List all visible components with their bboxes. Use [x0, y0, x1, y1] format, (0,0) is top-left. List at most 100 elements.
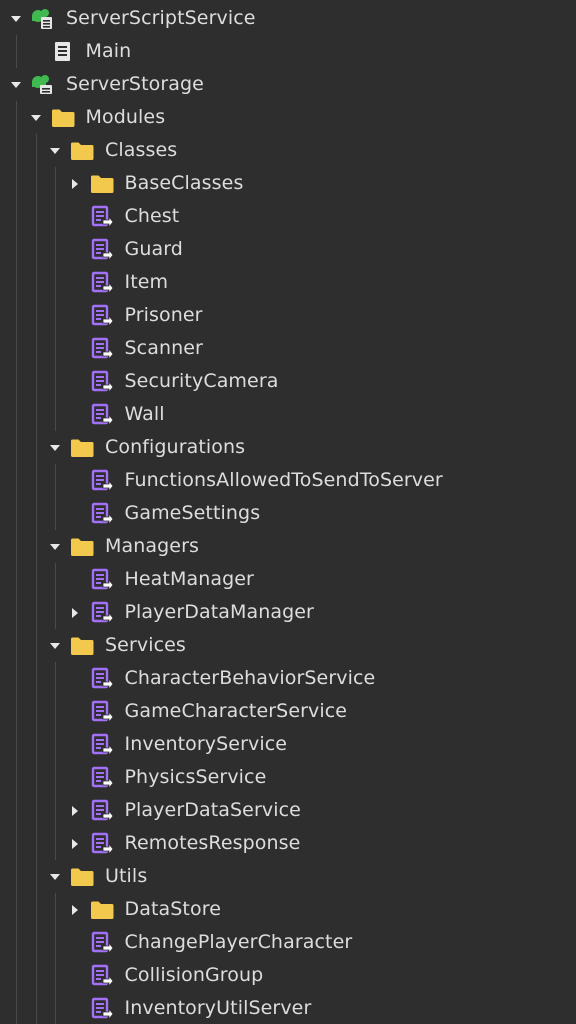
module-script-icon	[89, 662, 115, 695]
caret-right-icon[interactable]	[67, 827, 83, 860]
indent-guide-line	[16, 101, 17, 134]
tree-row[interactable]: Modules	[0, 101, 576, 134]
indent-guide-line	[16, 827, 17, 860]
tree-item-label: InventoryService	[124, 733, 288, 755]
caret-right-icon[interactable]	[67, 596, 83, 629]
module-script-icon	[89, 695, 115, 728]
tree-row[interactable]: Managers	[0, 530, 576, 563]
caret-down-icon[interactable]	[47, 530, 63, 563]
tree-row[interactable]: PlayerDataManager	[0, 596, 576, 629]
tree-row[interactable]: CollisionGroup	[0, 959, 576, 992]
tree-item-label: GameSettings	[124, 502, 261, 524]
indent-guide-line	[55, 200, 56, 233]
caret-right-icon[interactable]	[67, 794, 83, 827]
tree-row[interactable]: ServerStorage	[0, 68, 576, 101]
indent-guide-line	[16, 563, 17, 596]
module-script-icon	[89, 761, 115, 794]
caret-down-icon[interactable]	[47, 629, 63, 662]
tree-row[interactable]: PhysicsService	[0, 761, 576, 794]
module-script-icon	[89, 959, 115, 992]
tree-row[interactable]: InventoryUtilServer	[0, 992, 576, 1024]
indent-guide-line	[16, 992, 17, 1024]
tree-row[interactable]: Wall	[0, 398, 576, 431]
tree-item-label: Scanner	[124, 337, 203, 359]
indent-guide-line	[55, 827, 56, 860]
indent-guide-line	[16, 926, 17, 959]
module-script-icon	[89, 563, 115, 596]
indent-guide-line	[55, 398, 56, 431]
indent-guide-line	[16, 365, 17, 398]
caret-down-icon[interactable]	[8, 2, 24, 35]
tree-row[interactable]: ServerScriptService	[0, 2, 576, 35]
tree-row[interactable]: Prisoner	[0, 299, 576, 332]
tree-row[interactable]: Scanner	[0, 332, 576, 365]
module-script-icon	[89, 200, 115, 233]
indent-guide-line	[16, 629, 17, 662]
tree-row[interactable]: Configurations	[0, 431, 576, 464]
tree-row[interactable]: GameCharacterService	[0, 695, 576, 728]
tree-item-label: BaseClasses	[124, 172, 244, 194]
tree-item-label: Guard	[124, 238, 183, 260]
indent-guide-line	[55, 794, 56, 827]
tree-row[interactable]: Services	[0, 629, 576, 662]
caret-down-icon[interactable]	[28, 101, 44, 134]
indent-guide-line	[35, 365, 37, 398]
caret-right-icon[interactable]	[67, 167, 83, 200]
tree-item-label: PhysicsService	[124, 766, 267, 788]
tree-row[interactable]: PlayerDataService	[0, 794, 576, 827]
indent-guide-line	[35, 464, 37, 497]
tree-row[interactable]: ChangePlayerCharacter	[0, 926, 576, 959]
script-icon	[50, 35, 76, 68]
indent-guide-line	[55, 596, 56, 629]
indent-guide-line	[55, 332, 56, 365]
indent-guide-line	[35, 662, 37, 695]
indent-guide-line	[16, 794, 17, 827]
tree-row[interactable]: SecurityCamera	[0, 365, 576, 398]
caret-down-icon[interactable]	[8, 68, 24, 101]
tree-row[interactable]: GameSettings	[0, 497, 576, 530]
indent-guide-line	[16, 233, 17, 266]
indent-guide-line	[55, 464, 56, 497]
indent-guide-line	[35, 134, 37, 167]
caret-down-icon[interactable]	[47, 860, 63, 893]
tree-row[interactable]: Item	[0, 266, 576, 299]
tree-row[interactable]: Guard	[0, 233, 576, 266]
tree-row[interactable]: HeatManager	[0, 563, 576, 596]
tree-row[interactable]: Classes	[0, 134, 576, 167]
module-script-icon	[89, 398, 115, 431]
tree-item-label: ServerScriptService	[66, 7, 256, 29]
indent-guide-line	[55, 266, 56, 299]
indent-guide-line	[35, 728, 37, 761]
tree-row[interactable]: DataStore	[0, 893, 576, 926]
indent-guide-line	[35, 629, 37, 662]
tree-row[interactable]: FunctionsAllowedToSendToServer	[0, 464, 576, 497]
module-script-icon	[89, 332, 115, 365]
indent-guide-line	[16, 398, 17, 431]
tree-row[interactable]: RemotesResponse	[0, 827, 576, 860]
tree-row[interactable]: Utils	[0, 860, 576, 893]
caret-down-icon[interactable]	[47, 431, 63, 464]
tree-row[interactable]: Main	[0, 35, 576, 68]
caret-down-icon[interactable]	[47, 134, 63, 167]
caret-right-icon[interactable]	[67, 893, 83, 926]
tree-row[interactable]: CharacterBehaviorService	[0, 662, 576, 695]
tree-item-label: InventoryUtilServer	[124, 997, 312, 1019]
tree-item-label: ChangePlayerCharacter	[124, 931, 353, 953]
tree-item-label: RemotesResponse	[124, 832, 301, 854]
module-script-icon	[89, 827, 115, 860]
tree-item-label: GameCharacterService	[124, 700, 348, 722]
tree-row[interactable]: Chest	[0, 200, 576, 233]
indent-guide-line	[35, 233, 37, 266]
indent-guide-line	[16, 596, 17, 629]
indent-guide-line	[16, 662, 17, 695]
tree-row[interactable]: InventoryService	[0, 728, 576, 761]
tree-item-label: Chest	[124, 205, 180, 227]
tree-item-label: DataStore	[124, 898, 221, 920]
folder-icon	[69, 530, 95, 563]
tree-item-label: HeatManager	[124, 568, 254, 590]
indent-guide-line	[55, 761, 56, 794]
indent-guide-line	[16, 728, 17, 761]
tree-row[interactable]: BaseClasses	[0, 167, 576, 200]
module-script-icon	[89, 365, 115, 398]
folder-icon	[89, 167, 115, 200]
